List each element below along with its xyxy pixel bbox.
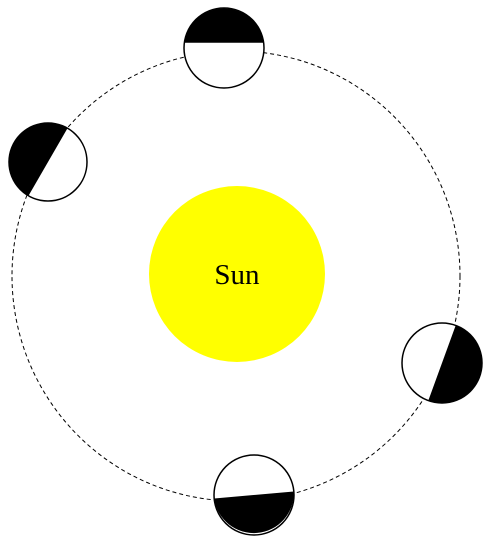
sun-label: Sun: [214, 259, 260, 291]
planet-top-dark-side: [184, 8, 263, 42]
sun: Sun: [149, 186, 325, 362]
planet-top: [184, 8, 264, 88]
planet-bottom: [214, 455, 294, 535]
planet-right: [402, 323, 482, 403]
planet-bottom-dark-side: [214, 492, 294, 534]
planet-upper-left: [9, 123, 87, 201]
